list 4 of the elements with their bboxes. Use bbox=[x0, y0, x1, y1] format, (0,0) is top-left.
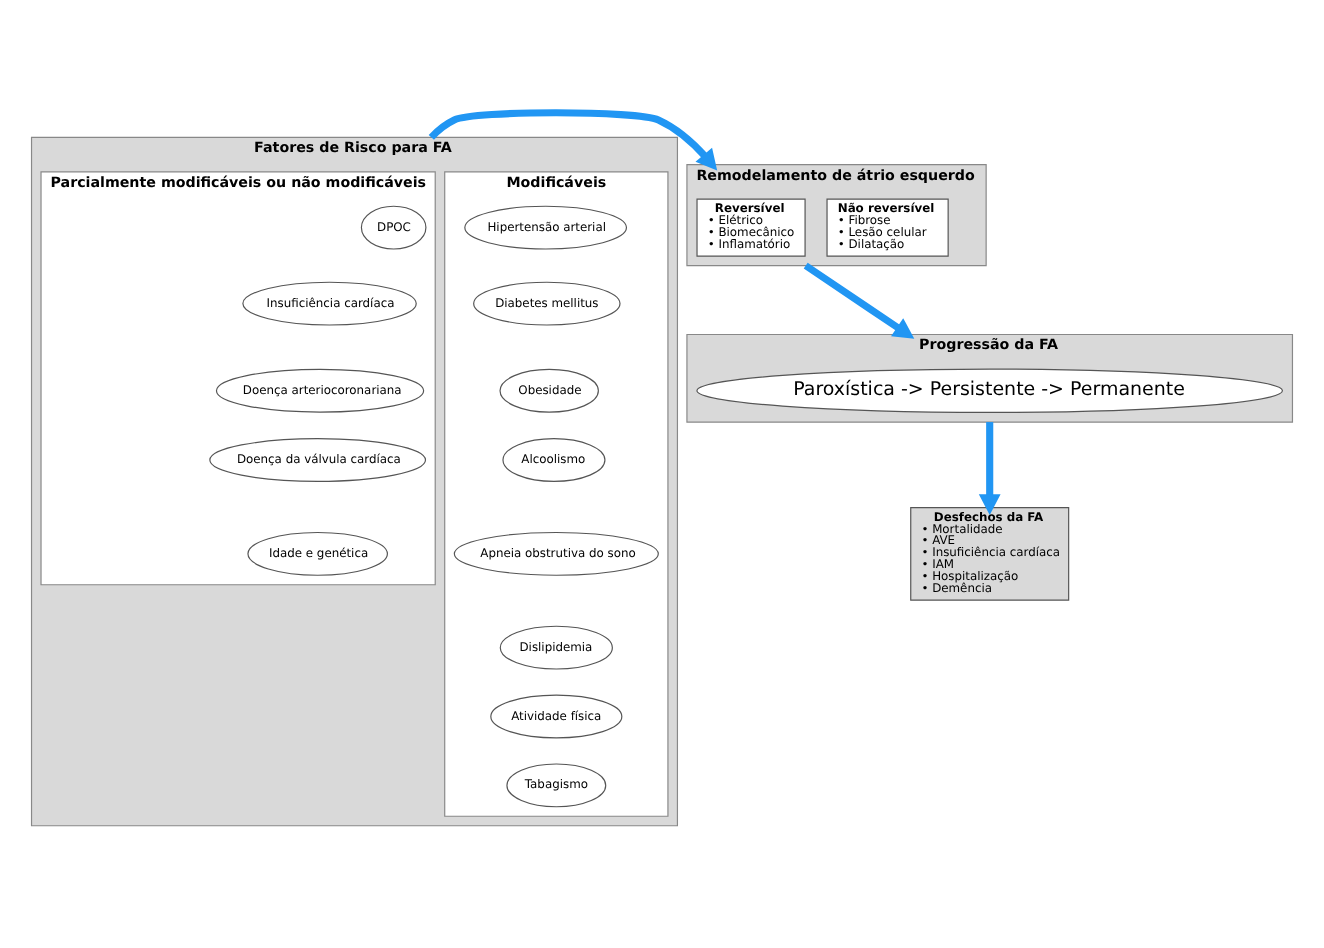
arrow bbox=[428, 109, 718, 171]
node-ellipse: Paroxística -> Persistente -> Permanente bbox=[696, 368, 1284, 414]
arrow bbox=[803, 262, 915, 339]
arrow bbox=[978, 422, 1001, 516]
